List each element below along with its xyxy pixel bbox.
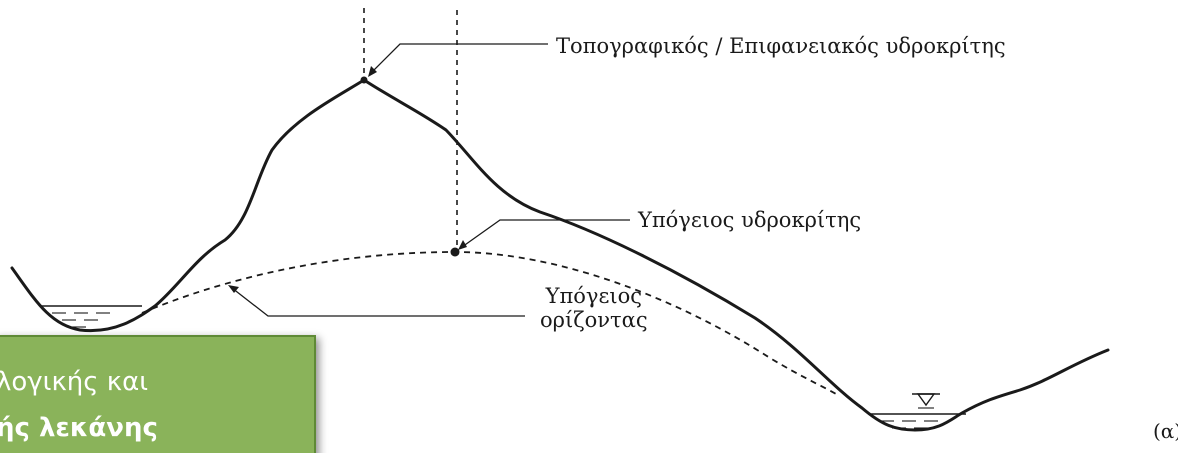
left-water-body (40, 305, 142, 328)
overlay-text-line2: ής λεκάνης (0, 413, 158, 443)
overlay-text-line1: λογικής και (0, 367, 149, 397)
groundwater-divide-leader (461, 219, 630, 248)
horizon-leader-arrowhead (228, 285, 239, 293)
groundwater-table-line (141, 251, 839, 396)
groundwater-horizon-label-line2: ορίζοντας (540, 308, 648, 333)
topographic-label-leader (371, 43, 548, 73)
horizon-label-leader (231, 287, 525, 317)
ground-surface-line (10, 78, 1110, 432)
title-overlay-box: λογικής και ής λεκάνης (0, 335, 316, 453)
topographic-leader-arrowhead (368, 66, 377, 77)
panel-marker: (α) (1153, 419, 1178, 443)
groundwater-horizon-label: Υπόγειος ορίζοντας (540, 284, 648, 332)
groundwater-divide-point (450, 247, 460, 257)
water-level-icon (912, 393, 940, 409)
topographic-divide-point (360, 76, 368, 84)
right-water-body (868, 413, 966, 429)
groundwater-divide-label: Υπόγειος υδροκρίτης (638, 208, 862, 232)
topographic-divide-label: Τοπογραφικός / Επιφανειακός υδροκρίτης (556, 34, 1006, 58)
groundwater-divide-leader-arrowhead (458, 240, 467, 250)
groundwater-horizon-label-line1: Υπόγειος (545, 284, 642, 308)
